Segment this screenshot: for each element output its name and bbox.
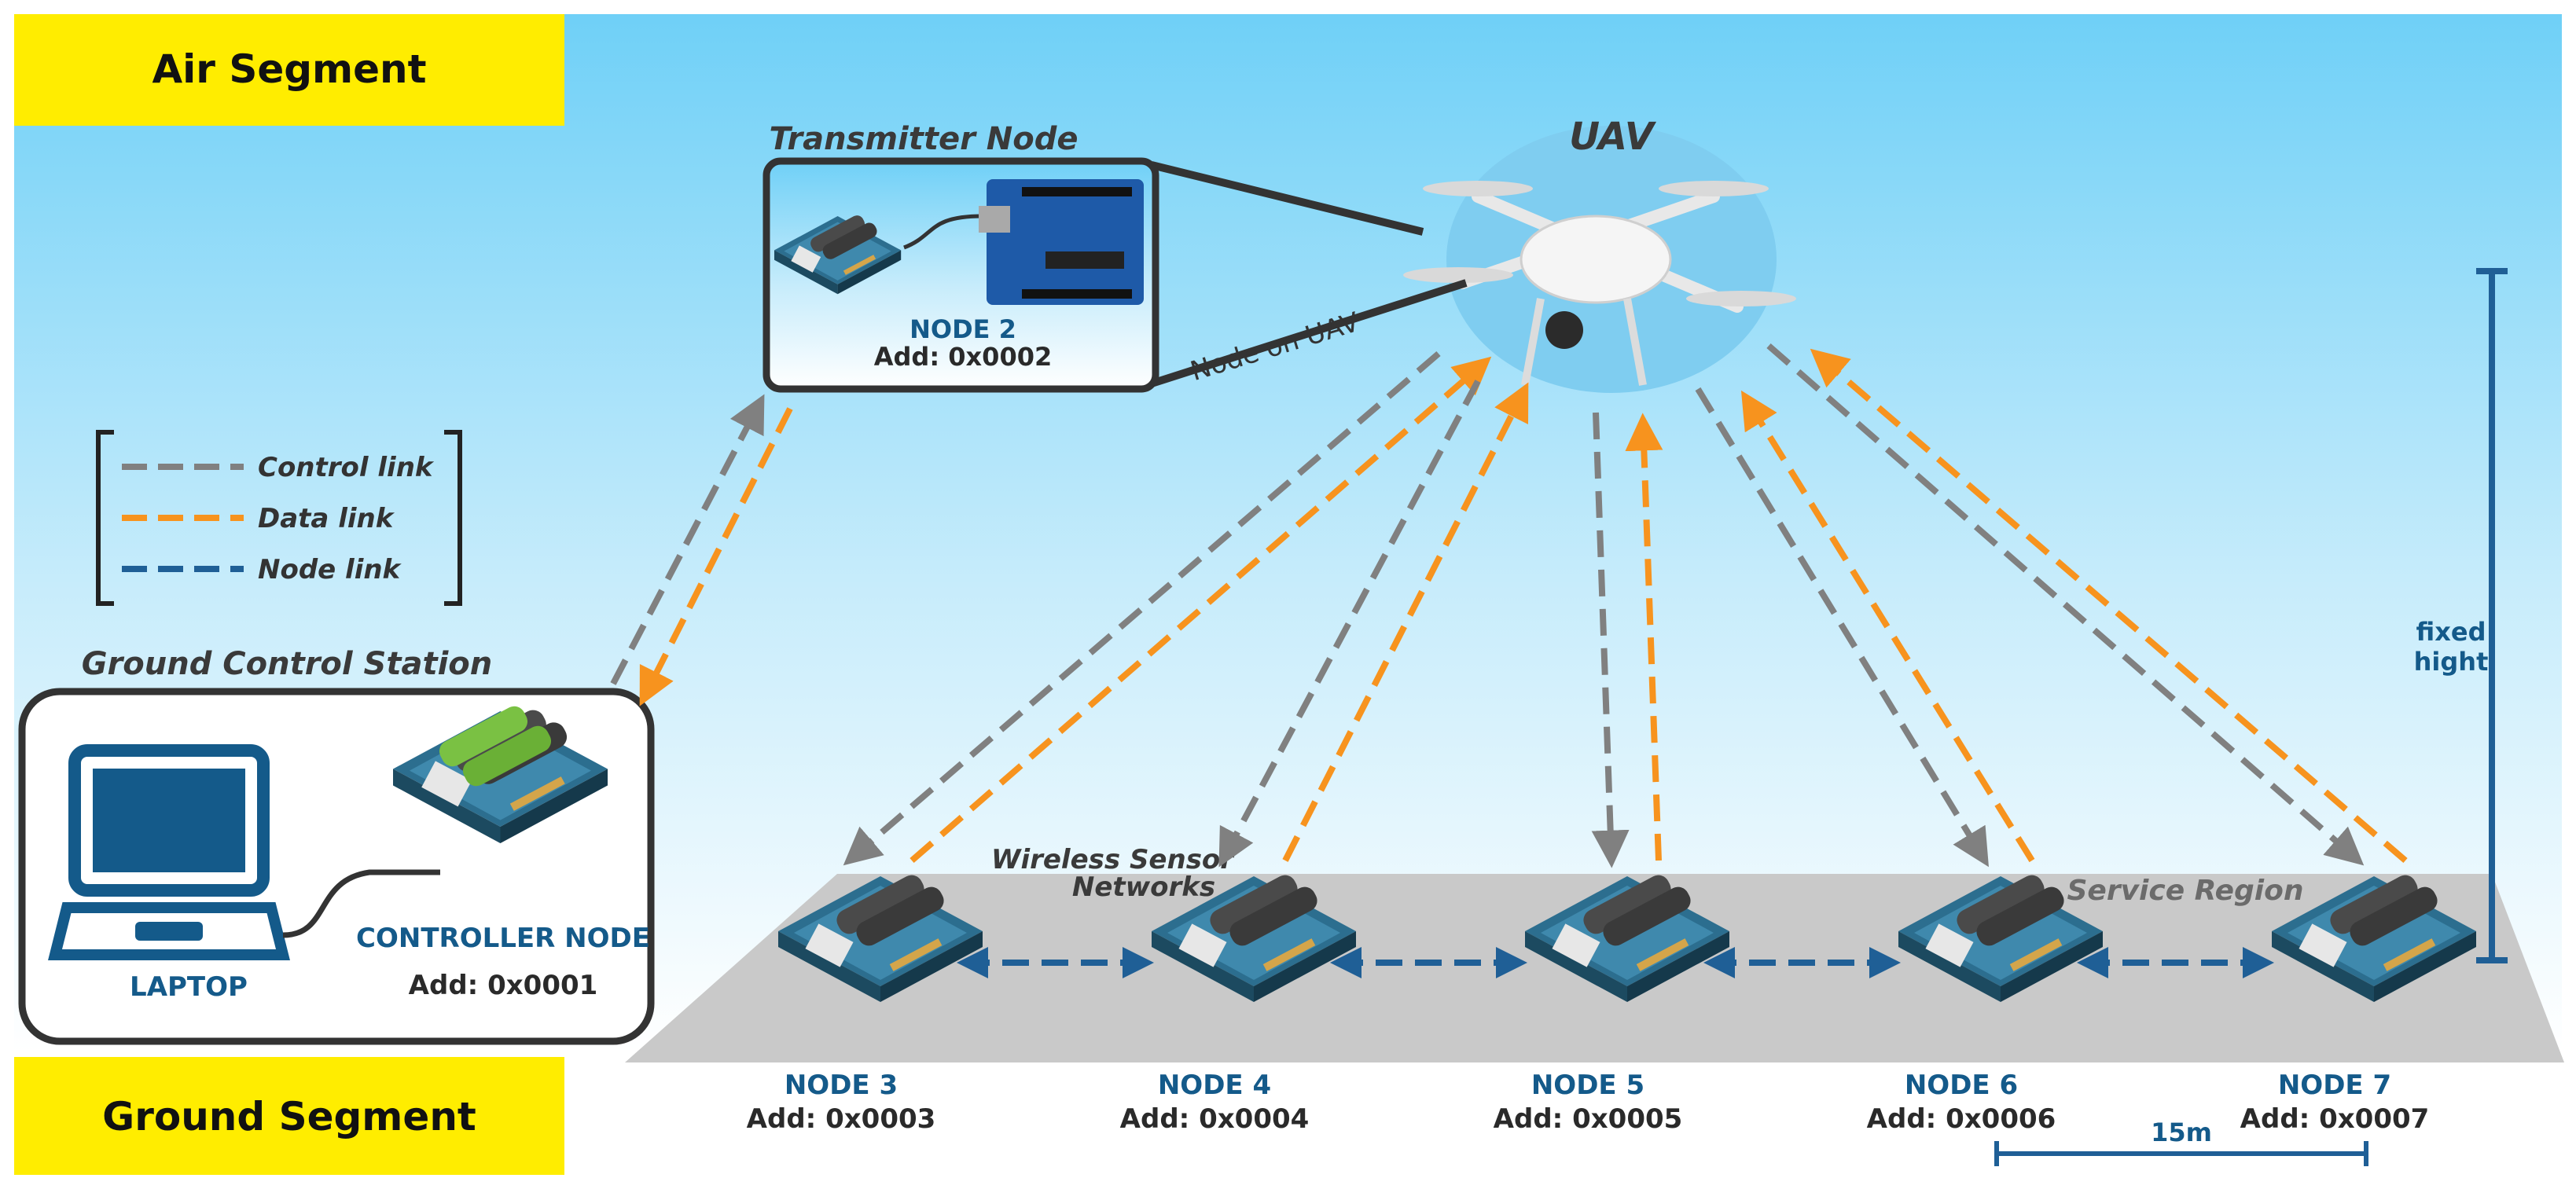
data-link-node-to-uav bbox=[1282, 382, 1529, 862]
scale-bar-label: 15m bbox=[2151, 1117, 2212, 1147]
transmitter-title: Transmitter Node bbox=[769, 121, 1078, 157]
legend-node-label: Node link bbox=[258, 554, 402, 585]
node-name: NODE 7 bbox=[2278, 1070, 2391, 1101]
node-address: Add: 0x0007 bbox=[2240, 1103, 2430, 1135]
node-address: Add: 0x0004 bbox=[1120, 1103, 1310, 1135]
node-name: NODE 3 bbox=[785, 1070, 898, 1101]
zoom-connector-bottom bbox=[1150, 279, 1468, 387]
fixed-height-label-line1: fixed bbox=[2416, 617, 2486, 647]
fixed-height-indicator: fixed hight bbox=[2414, 268, 2508, 963]
link-arrows bbox=[610, 343, 2408, 978]
control-link-uav-to-node bbox=[1218, 380, 1481, 868]
ground-control-station: Ground Control Station LAPTOP CONTROLLER… bbox=[18, 646, 655, 1045]
node-address: Add: 0x0006 bbox=[1867, 1103, 2056, 1135]
fixed-height-label-line2: hight bbox=[2414, 647, 2489, 677]
wsn-label-line2: Networks bbox=[1072, 872, 1215, 903]
service-region-label: Service Region bbox=[2067, 875, 2303, 907]
drone-icon bbox=[1403, 181, 1796, 386]
data-link-node-to-uav bbox=[1810, 348, 2408, 864]
legend-bracket-right bbox=[444, 430, 462, 606]
laptop-cable bbox=[282, 869, 440, 938]
air-segment-banner: Air Segment bbox=[14, 14, 564, 126]
zoom-connector-top bbox=[1150, 161, 1424, 236]
legend-data-label: Data link bbox=[258, 503, 395, 534]
legend-bracket-left bbox=[96, 430, 114, 606]
gcs-title: Ground Control Station bbox=[82, 646, 493, 682]
wsn-label-line1: Wireless Sensor bbox=[991, 844, 1235, 875]
air-segment-label: Air Segment bbox=[152, 46, 426, 92]
control-link-uav-to-node bbox=[1766, 343, 2365, 866]
node-name: NODE 6 bbox=[1905, 1070, 2018, 1101]
transmitter-node-name: NODE 2 bbox=[910, 314, 1016, 344]
transmitter-node-address: Add: 0x0002 bbox=[874, 342, 1052, 372]
control-link-uav-to-node bbox=[1591, 412, 1630, 868]
uav-label: UAV bbox=[1569, 115, 1657, 159]
ground-segment-banner: Ground Segment bbox=[14, 1057, 564, 1175]
ground-segment-label: Ground Segment bbox=[102, 1094, 476, 1139]
node-address: Add: 0x0003 bbox=[747, 1103, 936, 1135]
uav-group: UAV bbox=[1403, 115, 1796, 393]
scale-bar: 15m bbox=[1994, 1117, 2368, 1166]
control-link-uav-to-node bbox=[843, 350, 1441, 866]
laptop-icon bbox=[48, 744, 290, 960]
control-link-gcs-to-transmitter bbox=[610, 394, 765, 685]
battery-icon bbox=[439, 706, 552, 787]
node-name: NODE 5 bbox=[1531, 1070, 1644, 1101]
transmitter-cable bbox=[903, 214, 983, 250]
data-link-node-to-uav bbox=[910, 356, 1492, 864]
node-name: NODE 4 bbox=[1158, 1070, 1271, 1101]
control-link-uav-to-node bbox=[1695, 387, 1989, 868]
laptop-label: LAPTOP bbox=[130, 971, 248, 1003]
arduino-board-icon bbox=[979, 179, 1144, 305]
node-address: Add: 0x0005 bbox=[1494, 1103, 1683, 1135]
data-link-node-to-uav bbox=[1740, 390, 2035, 863]
controller-node-label: CONTROLLER NODE bbox=[356, 923, 650, 954]
legend: Control link Data link Node link bbox=[96, 430, 462, 606]
controller-node-address: Add: 0x0001 bbox=[409, 970, 598, 1001]
data-link-node-to-uav bbox=[1625, 413, 1663, 861]
data-link-transmitter-to-gcs bbox=[639, 407, 793, 706]
legend-control-label: Control link bbox=[258, 452, 435, 483]
